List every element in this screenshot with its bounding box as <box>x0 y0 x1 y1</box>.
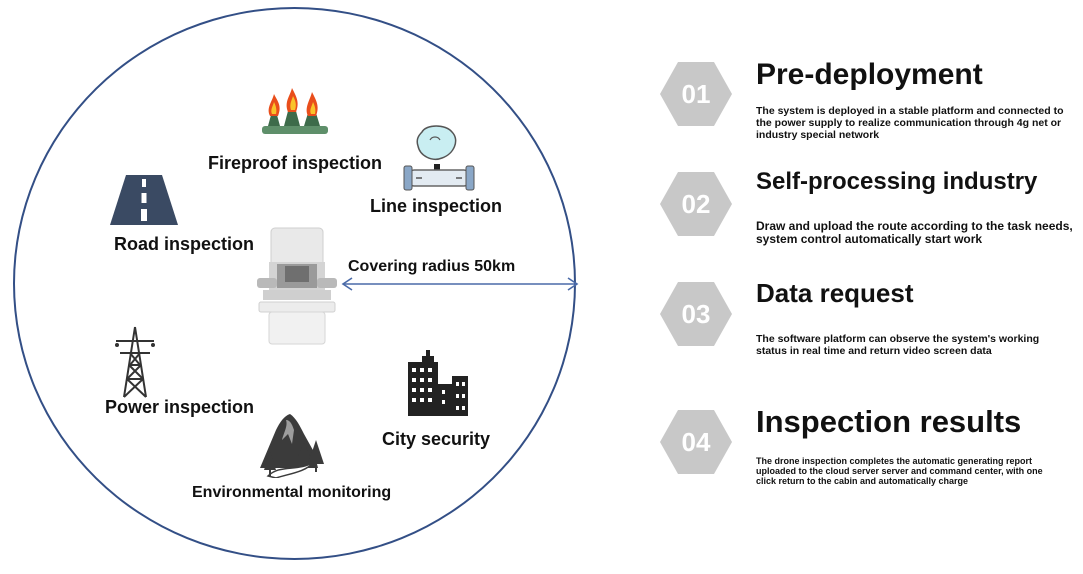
power-inspection-label: Power inspection <box>105 397 255 417</box>
step-number: 01 <box>681 78 711 109</box>
step-number: 04 <box>681 426 711 457</box>
environmental-monitoring-label: Environmental monitoring <box>192 484 392 501</box>
step-number: 03 <box>681 298 711 329</box>
mountain-trees-icon <box>260 414 324 478</box>
step-description: The drone inspection completes the autom… <box>756 456 1043 486</box>
forest-fire-icon <box>262 88 328 134</box>
line-inspection-label: Line inspection <box>370 196 503 216</box>
hexagon-badge <box>660 62 732 126</box>
hexagon-badge <box>660 282 732 346</box>
fireproof-inspection-label: Fireproof inspection <box>208 153 383 173</box>
pipeline-icon <box>403 125 475 191</box>
radius-arrow <box>341 277 579 291</box>
hexagon-badge <box>660 172 732 236</box>
road-icon <box>110 175 178 225</box>
city-security-label: City security <box>382 429 491 449</box>
step-description: The software platform can observe the sy… <box>756 333 1040 357</box>
step-title: Self-processing industry <box>756 168 1038 195</box>
step-title: Data request <box>756 278 914 308</box>
coverage-radius-label: Covering radius 50km <box>348 258 516 275</box>
step-description: The system is deployed in a stable platf… <box>756 105 1064 141</box>
power-tower-icon <box>115 326 155 398</box>
step-number: 02 <box>681 188 711 219</box>
city-buildings-icon <box>408 350 468 416</box>
drone-nest-icon <box>257 227 337 345</box>
step-title: Pre-deployment <box>756 58 983 91</box>
hexagon-badge <box>660 410 732 474</box>
step-description: Draw and upload the route according to t… <box>756 219 1073 246</box>
road-inspection-label: Road inspection <box>114 234 255 254</box>
step-title: Inspection results <box>756 404 1022 439</box>
